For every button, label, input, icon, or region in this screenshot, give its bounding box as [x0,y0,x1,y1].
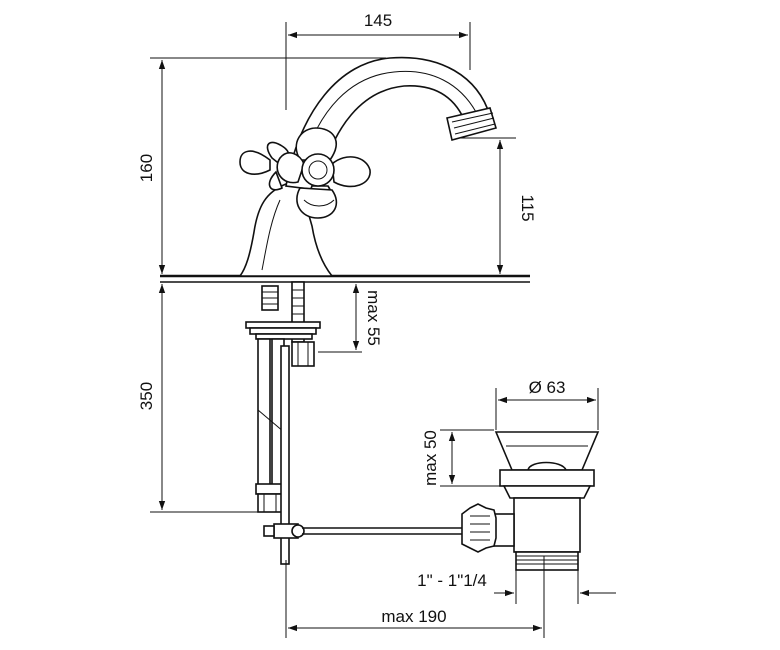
label-total-height: 160 [137,154,156,182]
label-drain-diameter: Ø 63 [529,378,566,397]
label-supply-length: 350 [137,382,156,410]
label-drain-thread: 1" - 1"1/4 [417,571,487,590]
front-cross-handle [276,127,371,219]
countertop [160,274,530,283]
label-deck-thickness: max 55 [364,290,383,346]
popup-drain [461,431,600,571]
dim-rod-length [285,556,545,638]
dim-drain-thread [494,566,616,604]
dim-spout-reach [285,22,471,110]
faucet-body [238,56,498,277]
dim-supply-length [150,284,262,513]
dim-drain-diameter [495,388,599,430]
dim-drain-height [440,429,500,487]
label-drain-height: max 50 [421,430,440,486]
dim-spout-height [458,137,516,274]
dim-total-height [150,57,386,274]
label-spout-reach: 145 [364,11,392,30]
under-deck-assembly [245,281,470,565]
dim-deck-thickness [318,284,362,353]
label-spout-height: 115 [518,194,537,221]
label-rod-length: max 190 [381,607,446,626]
